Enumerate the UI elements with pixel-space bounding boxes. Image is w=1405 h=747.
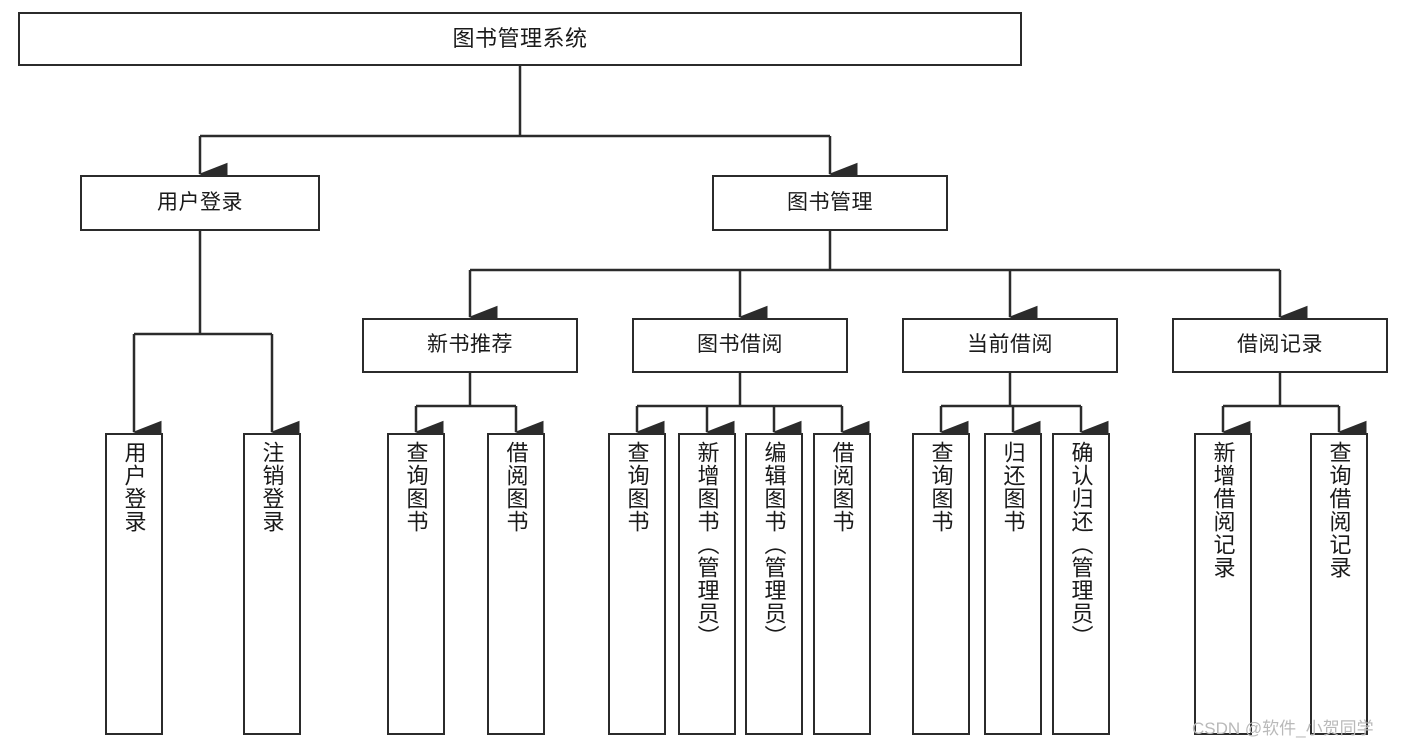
node-leaf-current-confirm[interactable]: 确认归还（管理员） <box>1052 433 1110 735</box>
node-label: 确认归还（管理员） <box>1068 441 1094 648</box>
node-leaf-borrow-query[interactable]: 查询图书 <box>608 433 666 735</box>
node-label: 图书管理 <box>787 190 873 214</box>
node-borrow[interactable]: 图书借阅 <box>632 318 848 373</box>
node-leaf-record-query[interactable]: 查询借阅记录 <box>1310 433 1368 735</box>
node-leaf-current-query[interactable]: 查询图书 <box>912 433 970 735</box>
node-label: 查询图书 <box>403 441 429 533</box>
node-leaf-record-add[interactable]: 新增借阅记录 <box>1194 433 1252 735</box>
node-newbook[interactable]: 新书推荐 <box>362 318 578 373</box>
node-leaf-new-borrow[interactable]: 借阅图书 <box>487 433 545 735</box>
node-leaf-current-return[interactable]: 归还图书 <box>984 433 1042 735</box>
node-label: 查询借阅记录 <box>1326 441 1352 579</box>
node-login[interactable]: 用户登录 <box>80 175 320 231</box>
node-label: 编辑图书（管理员） <box>761 441 787 648</box>
node-bookmgmt[interactable]: 图书管理 <box>712 175 948 231</box>
node-leaf-new-query[interactable]: 查询图书 <box>387 433 445 735</box>
node-label: 借阅图书 <box>829 441 855 533</box>
node-leaf-user-login[interactable]: 用户登录 <box>105 433 163 735</box>
node-label: 借阅记录 <box>1237 333 1323 357</box>
node-label: 新书推荐 <box>427 333 513 357</box>
node-label: 图书借阅 <box>697 333 783 357</box>
node-current[interactable]: 当前借阅 <box>902 318 1118 373</box>
node-label: 查询图书 <box>928 441 954 533</box>
node-label: 查询图书 <box>624 441 650 533</box>
node-label: 注销登录 <box>259 441 285 533</box>
node-label: 借阅图书 <box>503 441 529 533</box>
csdn-watermark: CSDN @软件_小贺同学 <box>1192 719 1374 738</box>
node-record[interactable]: 借阅记录 <box>1172 318 1388 373</box>
node-label: 用户登录 <box>121 441 147 533</box>
node-label: 用户登录 <box>157 190 243 214</box>
node-label: 新增借阅记录 <box>1210 441 1236 579</box>
node-root[interactable]: 图书管理系统 <box>18 12 1022 66</box>
node-label: 图书管理系统 <box>452 25 588 51</box>
node-label: 新增图书（管理员） <box>694 441 720 648</box>
node-leaf-borrow-add[interactable]: 新增图书（管理员） <box>678 433 736 735</box>
node-leaf-user-logout[interactable]: 注销登录 <box>243 433 301 735</box>
node-leaf-borrow-edit[interactable]: 编辑图书（管理员） <box>745 433 803 735</box>
node-label: 当前借阅 <box>967 333 1053 357</box>
node-leaf-borrow-lend[interactable]: 借阅图书 <box>813 433 871 735</box>
node-label: 归还图书 <box>1000 441 1026 533</box>
